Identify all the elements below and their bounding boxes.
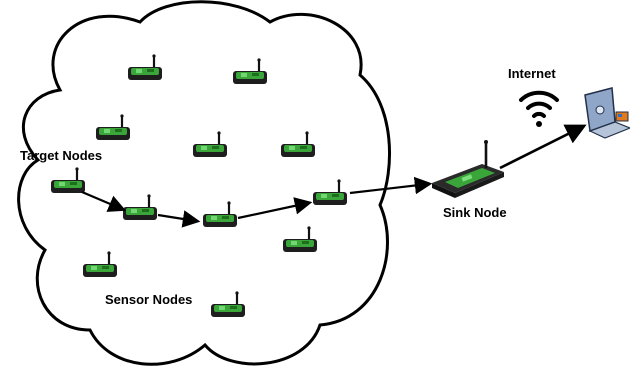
laptop-icon xyxy=(584,87,630,139)
label-target-nodes: Target Nodes xyxy=(20,148,102,163)
routing-path xyxy=(81,124,587,228)
label-sink-node: Sink Node xyxy=(443,205,507,220)
label-internet: Internet xyxy=(508,66,556,81)
router-icon xyxy=(432,140,504,198)
label-sensor-nodes: Sensor Nodes xyxy=(105,292,192,307)
wifi-icon xyxy=(519,90,559,127)
